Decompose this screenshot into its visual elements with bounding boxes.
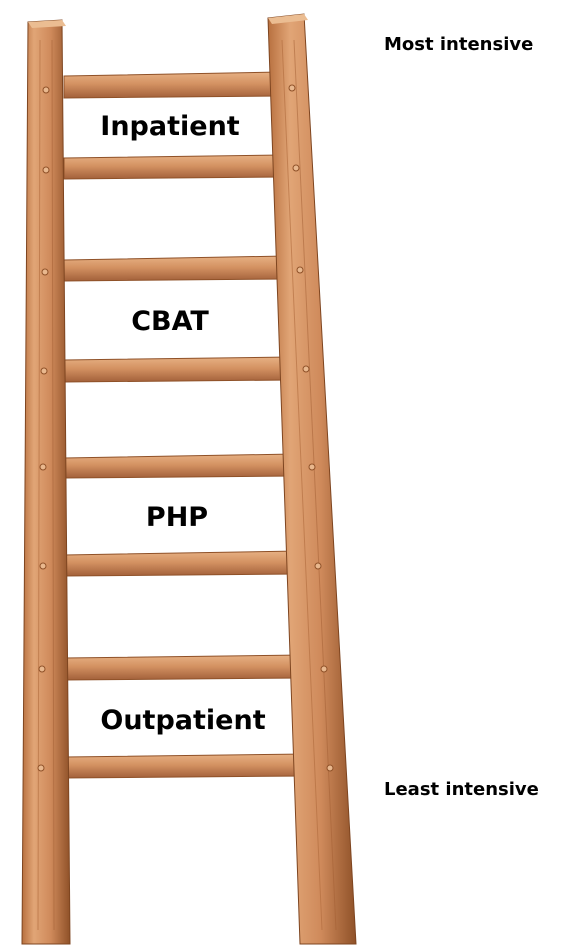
ladder-rungs <box>63 71 307 779</box>
scale-bottom-label: Least intensive <box>384 779 539 800</box>
ladder-rung <box>63 154 283 180</box>
ladder-rung <box>63 654 303 681</box>
ladder-rung <box>63 753 307 779</box>
ladder-nails <box>37 84 334 772</box>
ladder-rung <box>63 550 299 577</box>
ladder-left-rail <box>21 19 71 945</box>
ladder-rung <box>63 356 291 383</box>
ladder-right-rail <box>267 13 357 945</box>
level-label-cbat: CBAT <box>131 306 209 337</box>
ladder-rung <box>63 255 287 282</box>
level-label-php: PHP <box>145 502 209 533</box>
level-label-outpatient: Outpatient <box>100 705 266 736</box>
ladder-rung <box>63 453 295 479</box>
scale-top-label: Most intensive <box>384 34 534 55</box>
ladder-rung <box>63 71 281 99</box>
level-label-inpatient: Inpatient <box>100 111 240 142</box>
